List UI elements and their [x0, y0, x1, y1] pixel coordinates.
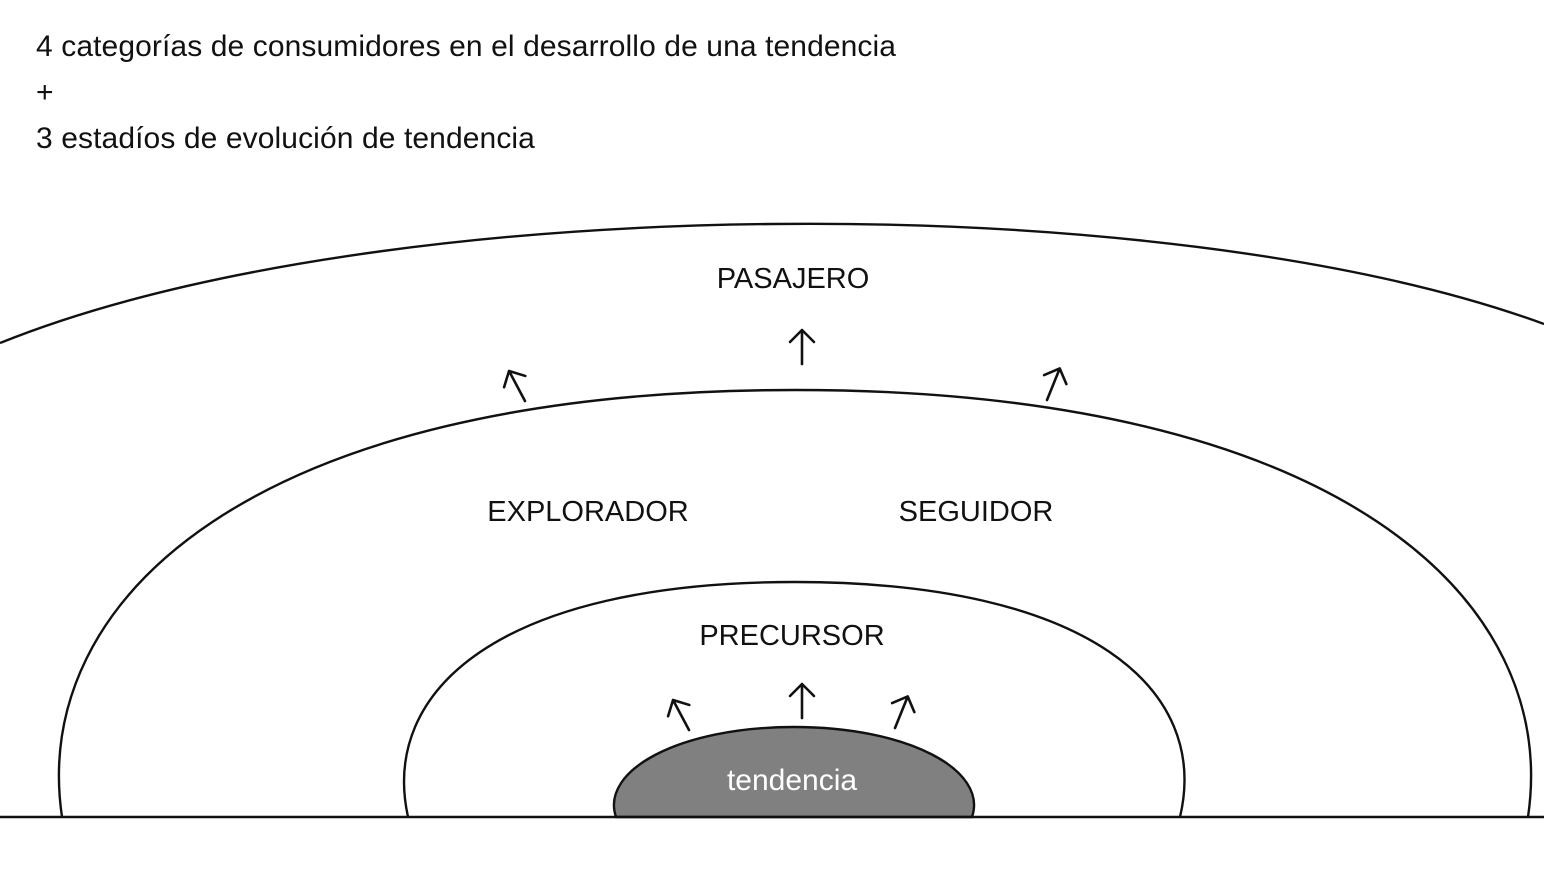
up-arrow-icon	[1042, 367, 1068, 402]
heading-line-categories: 4 categorías de consumidores en el desar…	[36, 30, 897, 63]
label-pasajero: PASAJERO	[717, 263, 870, 295]
up-arrow-icon	[502, 369, 527, 403]
label-seguidor: SEGUIDOR	[899, 496, 1054, 528]
diagram-heading: 4 categorías de consumidores en el desar…	[36, 24, 896, 162]
label-precursor: PRECURSOR	[699, 620, 884, 652]
inner-ring	[402, 580, 1186, 818]
label-tendencia: tendencia	[727, 764, 857, 797]
middle-ring	[57, 388, 1533, 818]
heading-line-stages: 3 estadíos de evolución de tendencia	[36, 122, 535, 155]
up-arrow-icon	[788, 328, 816, 366]
outer-arc	[0, 222, 1544, 345]
up-arrow-icon	[890, 695, 916, 730]
heading-line-plus: +	[36, 76, 54, 109]
trend-core	[612, 725, 976, 819]
label-explorador: EXPLORADOR	[487, 496, 688, 528]
up-arrow-icon	[666, 698, 691, 732]
up-arrow-icon	[788, 682, 816, 720]
